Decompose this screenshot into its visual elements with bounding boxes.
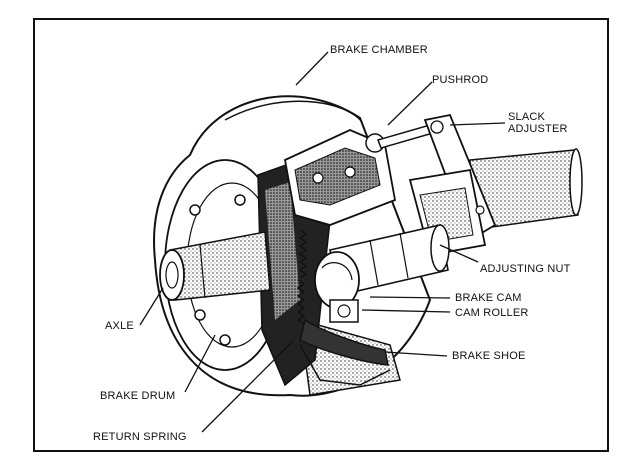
- pushrod: [377, 124, 434, 149]
- axle-spindle: [159, 231, 271, 301]
- label-slack-adjuster-line1: SLACK: [508, 111, 546, 123]
- cam-roller: [329, 299, 359, 323]
- label-return-spring: RETURN SPRING: [93, 431, 187, 443]
- leader-lines: [139, 51, 506, 433]
- return-spring: [296, 229, 308, 325]
- label-pushrod: PUSHROD: [432, 74, 489, 86]
- label-brake-shoe: BRAKE SHOE: [452, 350, 526, 362]
- label-brake-cam: BRAKE CAM: [455, 292, 522, 304]
- brake-shoe: [299, 318, 391, 386]
- label-brake-drum: BRAKE DRUM: [100, 390, 176, 402]
- label-axle: AXLE: [105, 320, 134, 332]
- axle-shaft-rear: [469, 148, 583, 231]
- label-slack-adjuster-line2: ADJUSTER: [508, 123, 568, 135]
- label-adjusting-nut: ADJUSTING NUT: [480, 263, 571, 275]
- brake-chamber: [283, 129, 397, 226]
- label-brake-chamber: BRAKE CHAMBER: [330, 44, 428, 56]
- label-cam-roller: CAM ROLLER: [455, 307, 529, 319]
